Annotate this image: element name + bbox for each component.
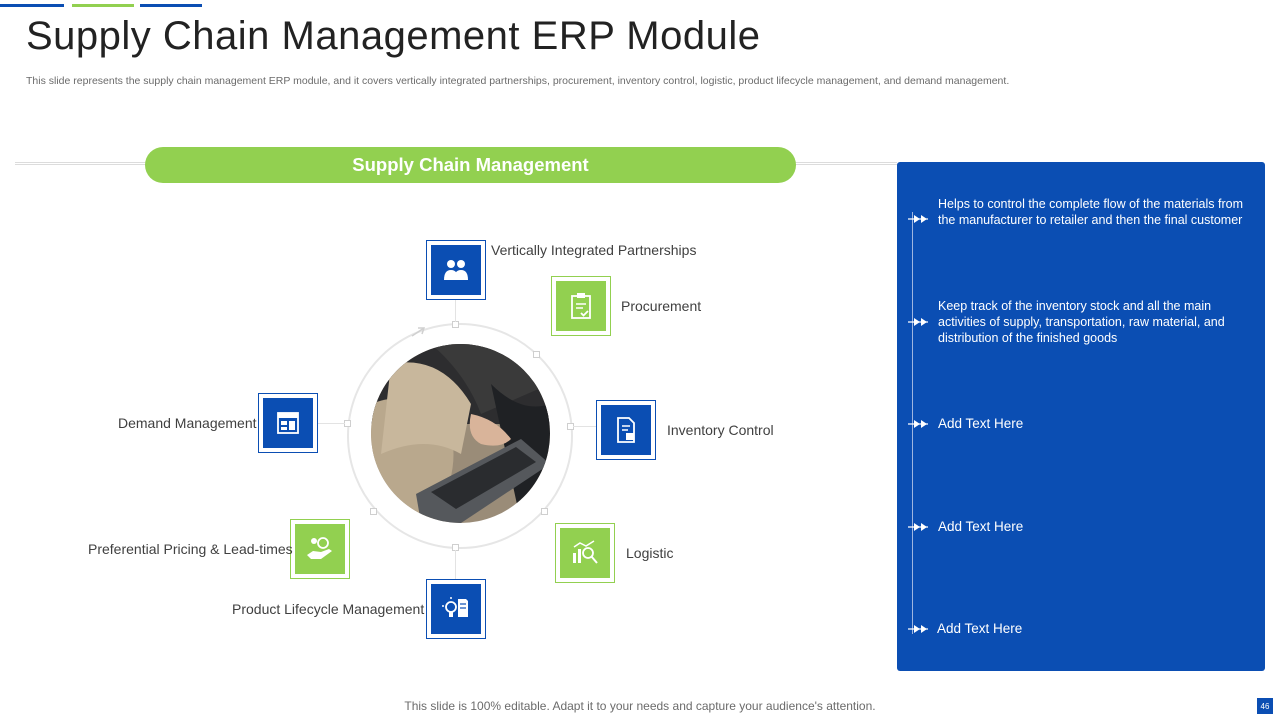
top-accent-blue-2 bbox=[140, 4, 202, 7]
connector-dot-top-right bbox=[533, 351, 540, 358]
panel-timeline-line bbox=[912, 212, 913, 634]
partnership-icon-box bbox=[426, 240, 486, 300]
inventory-document-icon bbox=[617, 417, 635, 443]
section-banner: Supply Chain Management bbox=[145, 147, 796, 183]
cycle-ring bbox=[347, 323, 573, 549]
connector-dot-left bbox=[344, 420, 351, 427]
slide-title: Supply Chain Management ERP Module bbox=[26, 14, 761, 58]
panel-entry-1: Helps to control the complete flow of th… bbox=[938, 197, 1243, 227]
label-demand-management: Demand Management bbox=[118, 415, 257, 431]
footer-note: This slide is 100% editable. Adapt it to… bbox=[404, 699, 876, 713]
connector-line-right bbox=[573, 426, 597, 427]
panel-entry-4: Add Text Here bbox=[938, 519, 1024, 534]
bullet-arrow-icon bbox=[908, 420, 928, 428]
cycle-arrow-icon bbox=[411, 327, 426, 337]
connector-dot-bottom-left bbox=[370, 508, 377, 515]
connector-dot-top bbox=[452, 321, 459, 328]
product-lifecycle-icon-box bbox=[426, 579, 486, 639]
bullet-arrow-icon bbox=[908, 523, 928, 531]
demand-icon-box bbox=[258, 393, 318, 453]
laptop-photo bbox=[371, 344, 550, 523]
inventory-icon-box bbox=[596, 400, 656, 460]
logistic-icon-box bbox=[555, 523, 615, 583]
connector-line-bottom bbox=[455, 550, 456, 580]
analytics-magnifier-icon bbox=[573, 540, 598, 564]
connector-line-left bbox=[318, 423, 345, 424]
lightbulb-document-icon bbox=[442, 597, 468, 617]
banner-rule-left bbox=[15, 162, 147, 165]
hand-coins-icon bbox=[307, 537, 332, 559]
slide-subtitle: This slide represents the supply chain m… bbox=[26, 75, 1010, 87]
partnership-icon bbox=[444, 260, 468, 280]
connector-line-top bbox=[455, 300, 456, 322]
label-preferential-pricing: Preferential Pricing & Lead-times bbox=[88, 541, 293, 557]
top-accent-green bbox=[72, 4, 134, 7]
bullet-arrow-icon bbox=[908, 318, 928, 326]
connector-dot-bottom-right bbox=[541, 508, 548, 515]
page-number: 46 bbox=[1257, 698, 1273, 714]
top-accent-blue-1 bbox=[0, 4, 64, 7]
banner-rule-right bbox=[795, 162, 897, 165]
clipboard-check-icon bbox=[571, 293, 591, 319]
label-logistic: Logistic bbox=[626, 545, 674, 561]
bullet-arrow-icon bbox=[908, 625, 928, 633]
bullet-arrow-icon bbox=[908, 215, 928, 223]
pricing-icon-box bbox=[290, 519, 350, 579]
label-product-lifecycle-management: Product Lifecycle Management bbox=[232, 601, 425, 617]
label-vertically-integrated-partnerships: Vertically Integrated Partnerships bbox=[491, 242, 697, 258]
description-panel bbox=[897, 162, 1265, 671]
label-procurement: Procurement bbox=[621, 298, 702, 314]
panel-entry-2: Keep track of the inventory stock and al… bbox=[938, 299, 1225, 345]
procurement-icon-box bbox=[551, 276, 611, 336]
calendar-dashboard-icon bbox=[277, 412, 299, 434]
label-inventory-control: Inventory Control bbox=[667, 422, 774, 438]
panel-entry-3: Add Text Here bbox=[938, 416, 1024, 431]
panel-entry-5: Add Text Here bbox=[937, 621, 1023, 636]
